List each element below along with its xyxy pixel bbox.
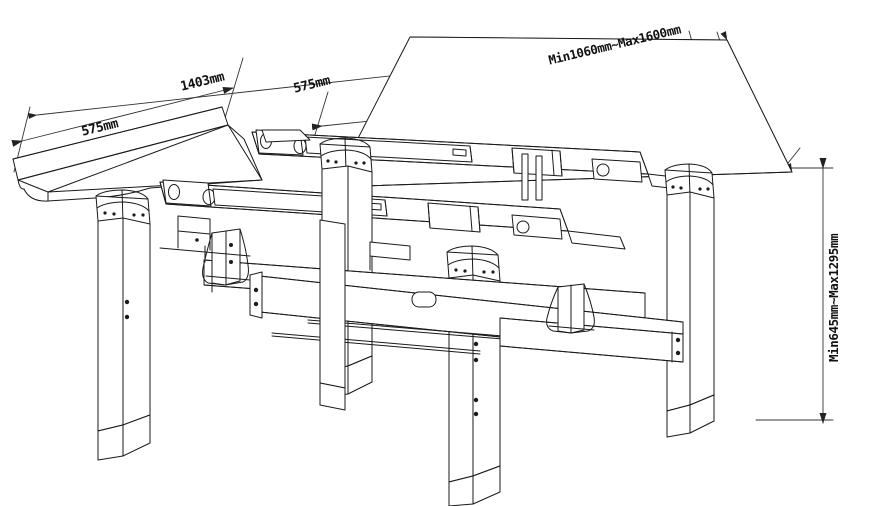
foot-bracket-left [202, 228, 251, 286]
leg-collar-rear-left [319, 137, 373, 173]
frame-fittings [159, 215, 411, 271]
leg-rear-right [666, 191, 715, 438]
upper-frame-left-rear [261, 129, 311, 143]
front-desktop-panel [12, 106, 263, 202]
foot-bracket-right [546, 283, 595, 334]
leg-collar-front-left [95, 189, 151, 225]
dimension-label-height-adjustable: Min645mm~Max1295mm [826, 233, 841, 362]
leg-collar-rear-right [664, 163, 715, 199]
center-support-column [319, 219, 346, 411]
lower-crossbar-right [499, 317, 684, 363]
dimension-line-height [755, 158, 834, 424]
leg-front-left [97, 217, 151, 461]
leg-collar-front-right [446, 245, 501, 282]
